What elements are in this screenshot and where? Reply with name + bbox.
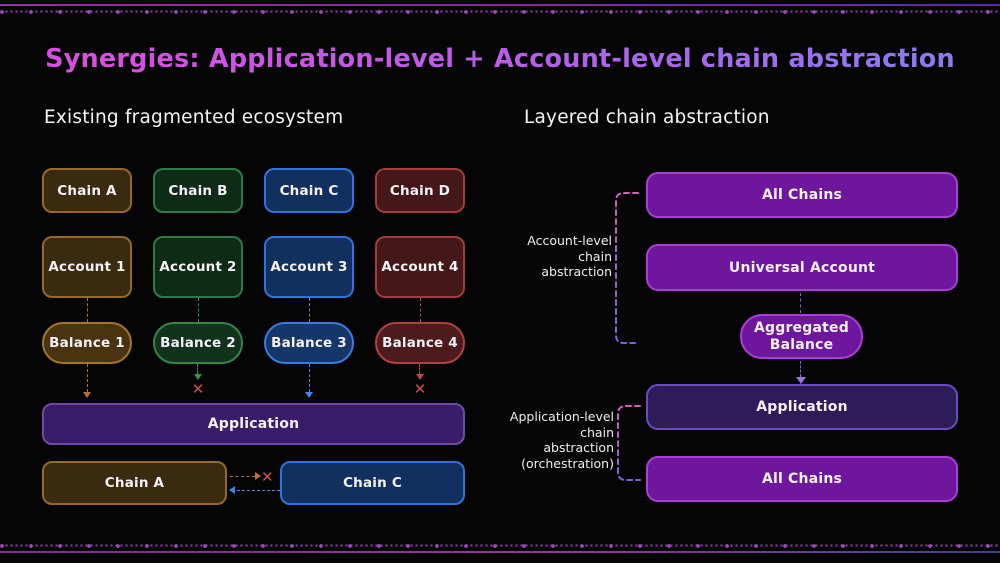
- dashed-line: [197, 364, 199, 374]
- account-box: Account 2: [153, 236, 243, 298]
- balance-to-application-connector: [800, 361, 801, 377]
- all-chains-top-box: All Chains: [646, 172, 958, 218]
- application-box-left: Application: [42, 403, 465, 445]
- application-level-label: Application-level chain abstraction (orc…: [510, 409, 614, 471]
- dashed-line: [86, 364, 88, 392]
- label-line: Account-level: [527, 233, 612, 248]
- universal-to-balance-connector: [800, 293, 801, 313]
- top-border-dots: [0, 9, 1000, 16]
- chain-box: Chain C: [264, 168, 354, 213]
- dashed-line: [308, 364, 310, 392]
- chain-box: Chain B: [153, 168, 243, 213]
- account-balance-connector: [308, 298, 310, 322]
- arrow-down-icon: [415, 374, 424, 380]
- dashed-line: [419, 364, 421, 374]
- arrow-left-icon: [229, 486, 235, 494]
- universal-account-box: Universal Account: [646, 244, 958, 291]
- arrow-right-icon: [255, 472, 261, 480]
- column-chain-c: Chain C Account 3 Balance 3: [264, 168, 354, 403]
- label-line: Application-level: [509, 409, 614, 424]
- aggregated-balance-line2: Balance: [769, 336, 834, 353]
- balance-pill: Balance 3: [264, 322, 354, 364]
- right-section-heading: Layered chain abstraction: [524, 107, 770, 128]
- arrow-down-icon: [796, 377, 806, 384]
- all-chains-bottom-box: All Chains: [646, 456, 958, 502]
- chain-box: Chain A: [42, 168, 132, 213]
- bottom-chain-c-box: Chain C: [280, 461, 465, 505]
- balance-pill: Balance 2: [153, 322, 243, 364]
- account-level-bracket: [615, 192, 639, 344]
- failure-x-icon: ✕: [413, 380, 427, 398]
- arrow-down-icon: [193, 374, 202, 380]
- account-box: Account 1: [42, 236, 132, 298]
- balance-to-app-arrow-blocked: ✕: [191, 364, 205, 403]
- failure-x-icon: ✕: [261, 468, 274, 486]
- left-section-heading: Existing fragmented ecosystem: [44, 107, 344, 128]
- slide-title: Synergies: Application-level + Account-l…: [0, 44, 1000, 74]
- bottom-chain-a-box: Chain A: [42, 461, 227, 505]
- column-chain-a: Chain A Account 1 Balance 1: [42, 168, 132, 403]
- failure-x-icon: ✕: [191, 380, 205, 398]
- application-box-right: Application: [646, 384, 958, 430]
- aggregated-balance-line1: Aggregated: [754, 320, 849, 336]
- arrow-down-icon: [83, 392, 91, 398]
- chain-c-to-a-dashed-line: [237, 490, 280, 491]
- column-chain-d: Chain D Account 4 Balance 4 ✕: [375, 168, 465, 403]
- balance-pill: Balance 4: [375, 322, 465, 364]
- label-line: abstraction: [541, 264, 612, 279]
- label-line: chain: [578, 248, 612, 264]
- top-border-line: [0, 4, 1000, 6]
- account-balance-connector: [419, 298, 421, 322]
- balance-to-app-arrow-blocked: ✕: [413, 364, 427, 403]
- chain-box: Chain D: [375, 168, 465, 213]
- label-line: chain: [580, 424, 614, 440]
- account-box: Account 3: [264, 236, 354, 298]
- application-level-bracket: [617, 405, 641, 481]
- label-line: (orchestration): [521, 455, 614, 471]
- account-level-label: Account-level chain abstraction: [527, 233, 612, 280]
- column-chain-b: Chain B Account 2 Balance 2 ✕: [153, 168, 243, 403]
- account-balance-connector: [197, 298, 199, 322]
- chain-a-to-c-dashed-line: [230, 476, 255, 477]
- account-box: Account 4: [375, 236, 465, 298]
- label-line: abstraction: [543, 440, 614, 455]
- bottom-border-dots: [0, 543, 1000, 550]
- balance-to-app-arrow: [83, 364, 91, 403]
- balance-to-app-arrow: [305, 364, 313, 403]
- bottom-border-line: [0, 551, 1000, 553]
- account-balance-connector: [86, 298, 88, 322]
- aggregated-balance-pill: Aggregated Balance: [740, 314, 863, 359]
- balance-pill: Balance 1: [42, 322, 132, 364]
- arrow-down-icon: [305, 392, 313, 398]
